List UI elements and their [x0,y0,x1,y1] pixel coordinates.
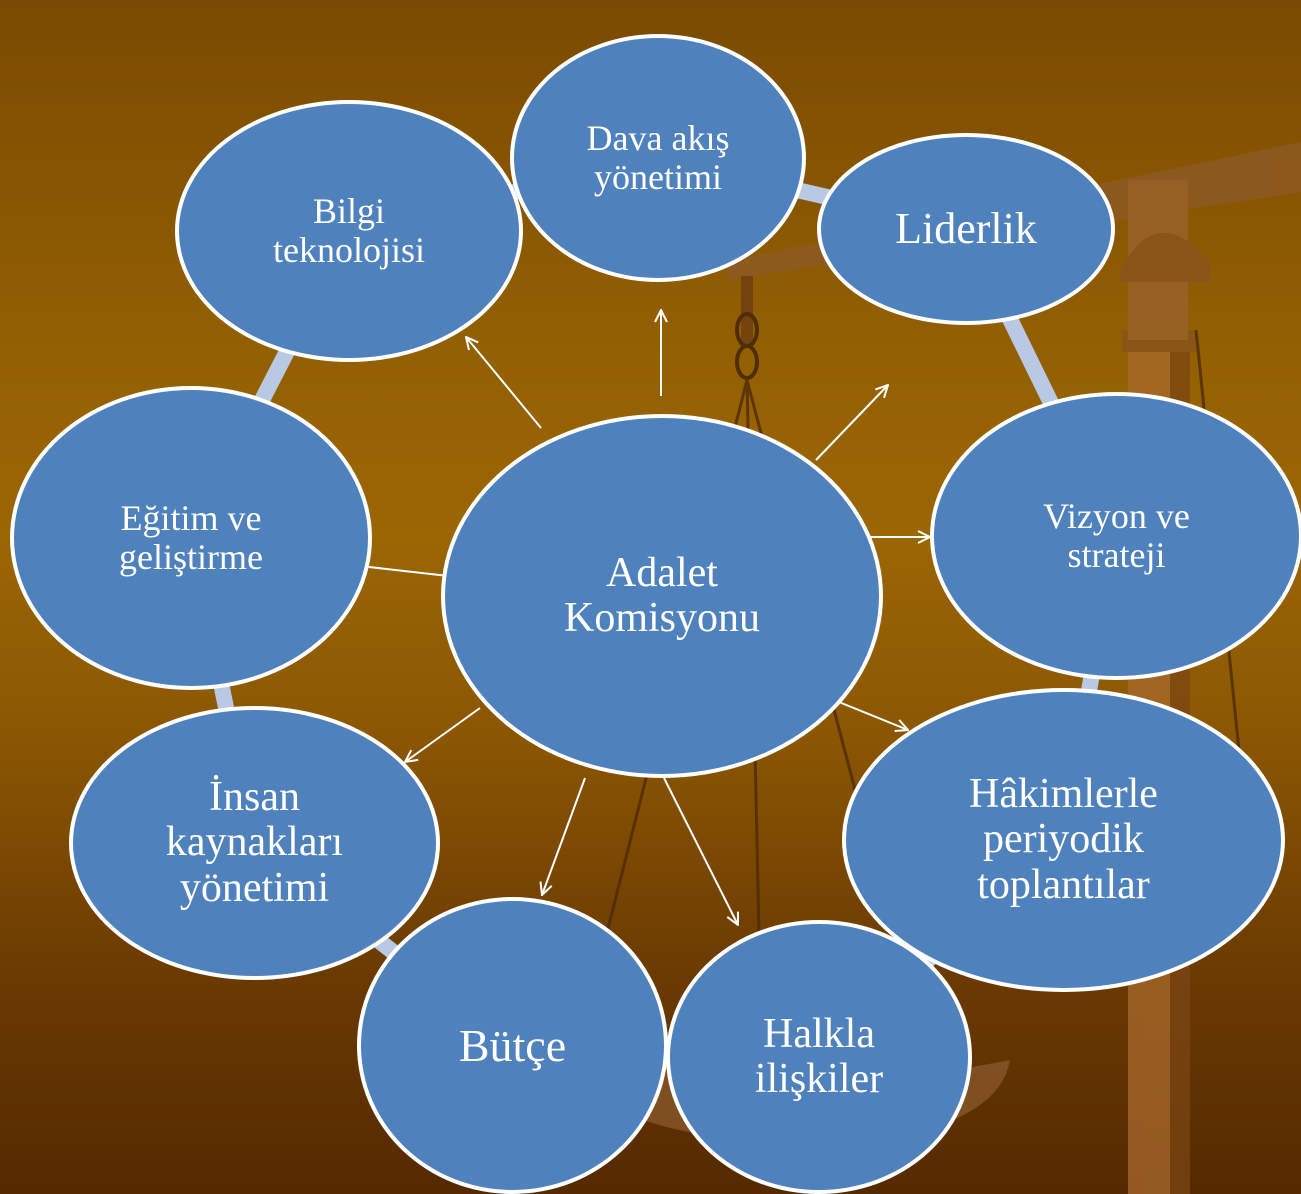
node-egitim-ve-gelistirme: Eğitim ve geliştirme [10,386,372,690]
node-hakimlerle-periyodik-toplantilar: Hâkimlerle periyodik toplantılar [842,688,1285,992]
arrow-to-bilgi [466,337,542,429]
node-label: Bilgi teknolojisi [273,191,425,270]
center-label: Adalet Komisyonu [563,549,760,641]
node-label: Eğitim ve geliştirme [119,498,263,577]
arrow-to-butce [542,777,586,895]
scale-hanger [741,276,753,346]
node-label: Bütçe [458,1019,567,1071]
scale-crown [1120,232,1210,282]
node-butce: Bütçe [357,897,668,1194]
node-insan-kaynaklari-yonetimi: İnsan kaynakları yönetimi [69,706,440,980]
node-label: Dava akış yönetimi [586,118,730,197]
node-label: Vizyon ve strateji [1043,496,1190,575]
node-label: Halkla ilişkiler [754,1010,884,1102]
arrow-to-liderlik [815,385,888,461]
node-vizyon-ve-strateji: Vizyon ve strateji [930,392,1301,680]
node-label: İnsan kaynakları yönetimi [165,773,344,911]
node-halkla-iliskiler: Halkla ilişkiler [666,920,972,1194]
node-bilgi-teknolojisi: Bilgi teknolojisi [175,100,523,362]
center-node-adalet-komisyonu: Adalet Komisyonu [441,414,883,778]
arrow-to-halkla [663,777,738,925]
arrow-to-insan [405,707,481,762]
node-label: Hâkimlerle periyodik toplantılar [969,770,1158,908]
node-liderlik: Liderlik [817,133,1115,325]
scale-chain-link [735,344,759,380]
node-dava-akis-yonetimi: Dava akış yönetimi [510,34,806,282]
node-label: Liderlik [895,204,1037,254]
